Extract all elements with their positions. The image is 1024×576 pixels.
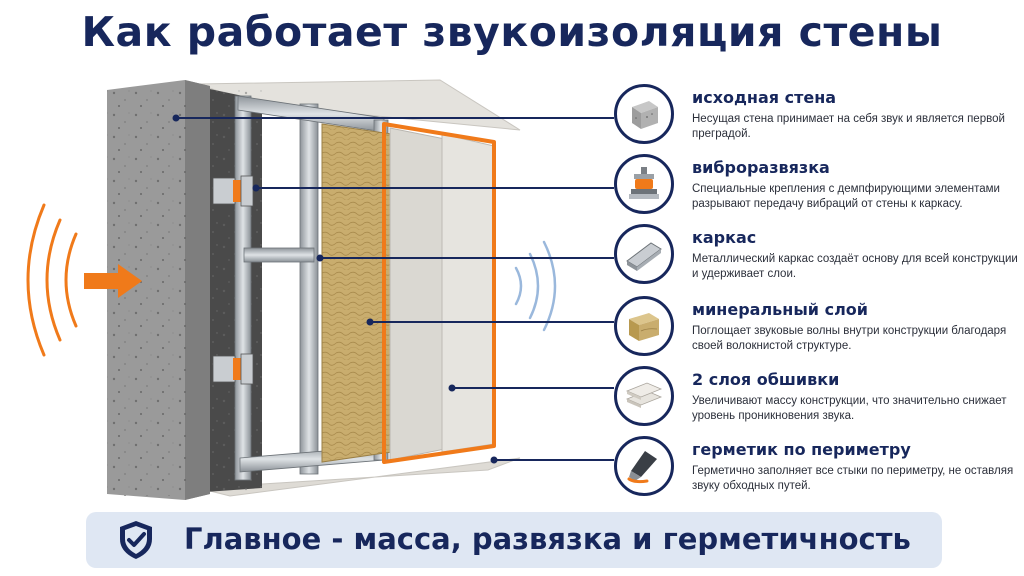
mineral-wool-layer [321,123,393,463]
bottom-slab [197,457,521,497]
item-description: Металлический каркас создаёт основу для … [692,253,1018,280]
item-description: Поглощает звуковые волны внутри конструк… [692,325,1007,352]
gypsum-board-inner [389,127,451,461]
item-title: виброразвязка [692,158,830,177]
item-title: исходная стена [692,88,837,107]
gypsum-board-outer [441,133,495,453]
metal-profile-icon [614,224,674,284]
item-title: 2 слоя обшивки [692,370,840,389]
frame-stud-middle [299,103,319,475]
page-title: Как работает звукоизоляция стены [81,8,943,56]
item-title: каркас [692,228,757,247]
frame-crossbar [243,247,315,263]
wall-illustration [26,79,614,500]
reduced-sound-waves [514,240,557,332]
summary-banner: Главное - масса, развязка и герметичност… [86,512,942,568]
list-item: 2 слоя обшивки Увеличивают массу констру… [614,366,1014,432]
vibration-mount-icon [614,154,674,214]
list-item: каркас Металлический каркас создаёт осно… [614,224,1018,290]
frame-stud-left [234,95,252,481]
board-layers-icon [614,366,674,426]
leader-lines [176,117,614,461]
item-description: Увеличивают массу конструкции, что значи… [692,395,1007,422]
item-description: Специальные крепления с демпфирующими эл… [692,183,1000,210]
list-item: виброразвязка Специальные крепления с де… [614,154,1014,220]
shield-check-icon [114,518,158,566]
item-title: герметик по периметру [692,440,911,459]
list-item: герметик по периметру Герметично заполня… [614,436,1014,502]
list-item: минеральный слой Поглощает звуковые волн… [614,296,1014,362]
list-item: исходная стена Несущая стена принимает н… [614,84,1014,150]
vibration-mount-top [212,175,254,207]
item-description: Несущая стена принимает на себя звук и я… [692,113,1005,140]
item-title: минеральный слой [692,300,868,319]
leader-dots [172,114,498,464]
sound-arrow [84,264,142,298]
summary-text: Главное - масса, развязка и герметичност… [184,522,911,556]
sealant-tube-icon [614,436,674,496]
incoming-sound-waves [26,203,78,357]
item-description: Герметично заполняет все стыки по периме… [692,465,1014,492]
mineral-wool-icon [614,296,674,356]
vibration-mount-bottom [212,353,254,385]
sealant-perimeter [382,122,496,464]
concrete-block-icon [614,84,674,144]
